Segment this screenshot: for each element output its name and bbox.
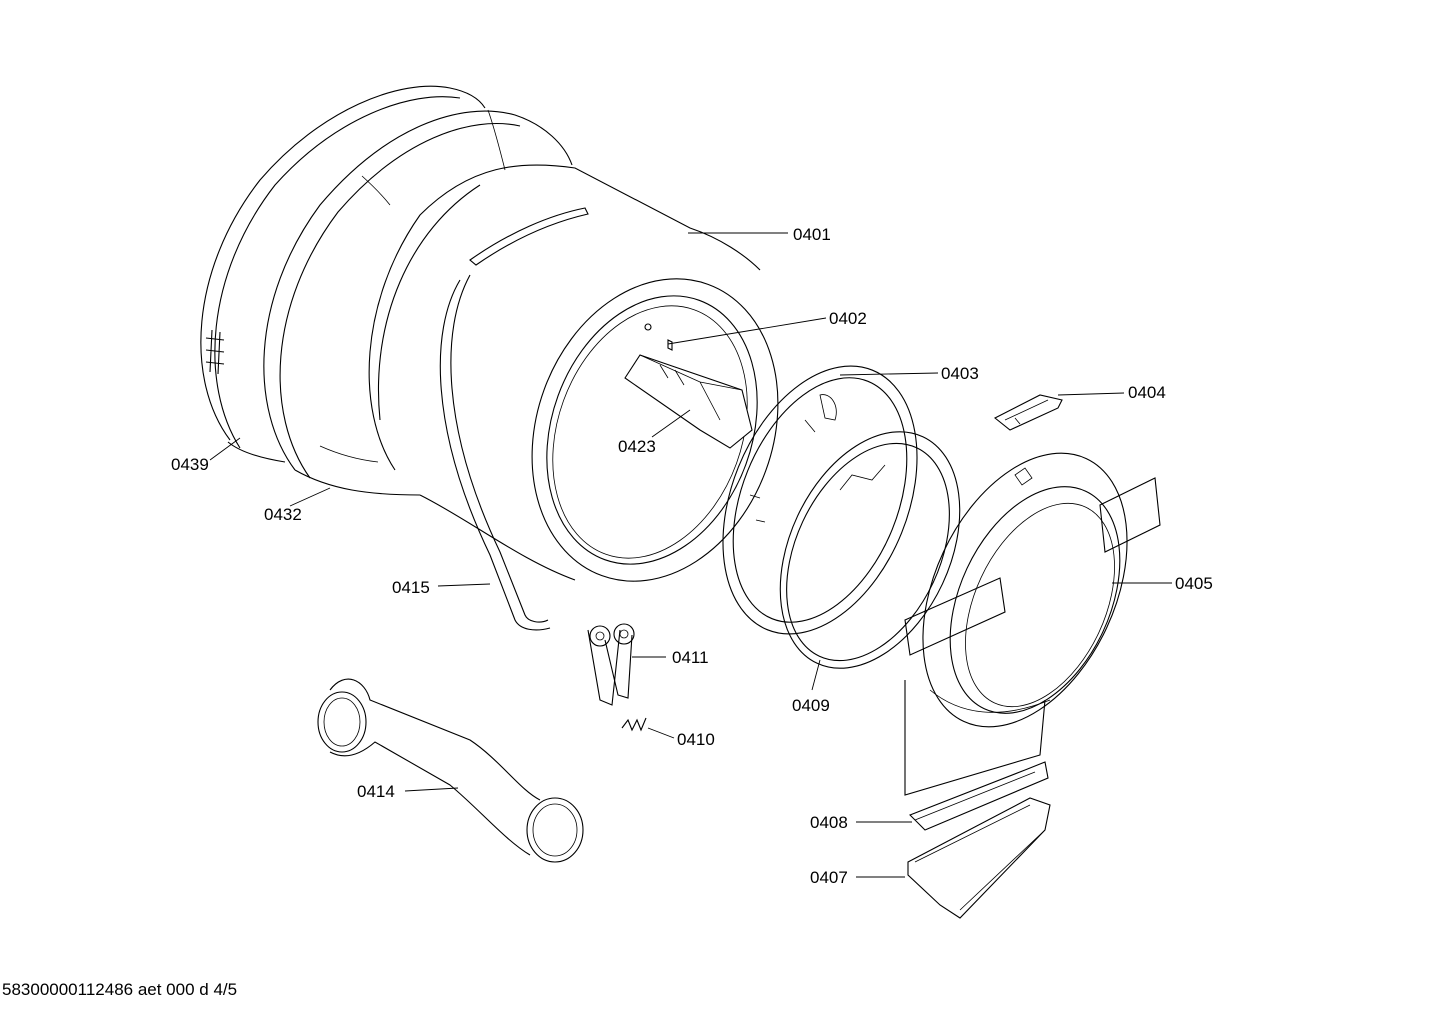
callout-0423: 0423: [618, 437, 656, 456]
callout-0403: 0403: [941, 364, 979, 383]
callout-0410: 0410: [677, 730, 715, 749]
part-0423-lifter: [624, 354, 753, 449]
part-0403-seal-ring: [722, 365, 918, 635]
callout-0404: 0404: [1128, 383, 1166, 402]
leader-lines: [209, 232, 1172, 878]
part-0414-air-duct: [317, 678, 584, 863]
part-0409-bearing-ring: [779, 431, 961, 669]
part-0415-belt: [439, 274, 551, 631]
part-0408-filter-frame: [909, 761, 1049, 831]
callout-0409: 0409: [792, 696, 830, 715]
callout-0405: 0405: [1175, 574, 1213, 593]
callout-0402: 0402: [829, 309, 867, 328]
part-0402-screw: [644, 323, 673, 351]
callout-0415: 0415: [392, 578, 430, 597]
part-0405-front-shield: [904, 452, 1161, 796]
part-0411-tensioner: [587, 623, 635, 706]
callout-0432: 0432: [264, 505, 302, 524]
callout-0401: 0401: [793, 225, 831, 244]
callout-0407: 0407: [810, 868, 848, 887]
callout-0408: 0408: [810, 813, 848, 832]
document-code: 58300000112486 aet 000 d 4/5: [2, 980, 238, 999]
part-0410-spring: [621, 717, 647, 732]
callout-0411: 0411: [672, 648, 709, 667]
part-0404-clip: [993, 394, 1063, 431]
part-0432-drum-ring: [263, 109, 573, 496]
part-0401-drum: [368, 164, 779, 582]
part-0407-filter: [907, 797, 1051, 919]
callout-0439: 0439: [171, 455, 209, 474]
callout-labels: 0401 0402 0403 0404 0405 0407 0408 0409 …: [171, 225, 1213, 887]
part-0439-rear-band: [200, 85, 486, 463]
callout-0414: 0414: [357, 782, 395, 801]
